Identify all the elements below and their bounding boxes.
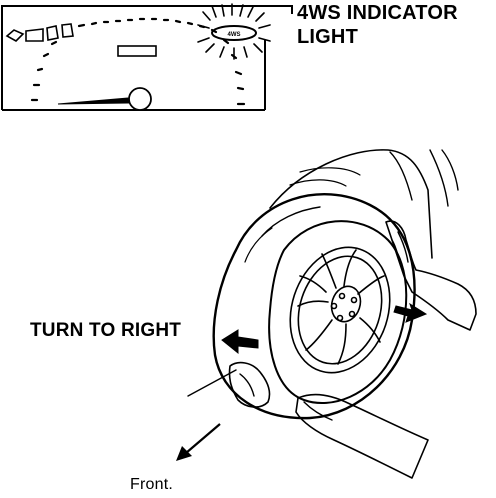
instrument-cluster <box>1 5 293 111</box>
gauge-hub <box>128 87 152 111</box>
warning-lamps <box>5 23 74 42</box>
right-arrow-icon <box>393 302 428 323</box>
odometer-window <box>117 45 157 57</box>
lamp-rays <box>197 3 271 60</box>
down-left-arrow-icon <box>176 423 221 461</box>
turn-label: TURN TO RIGHT <box>30 320 182 341</box>
forearm-bottom <box>295 393 429 479</box>
indicator-label-line1: 4WS INDICATOR <box>297 2 458 24</box>
gauge-needle <box>57 97 131 105</box>
wheel-rim <box>289 246 391 374</box>
indicator-label-line2: LIGHT <box>297 26 358 48</box>
glowing-lamp-icon: 4WS <box>197 3 271 60</box>
indicator-lamp-text: 4WS <box>227 32 240 38</box>
fender-line <box>269 149 433 259</box>
hand-bottom <box>228 361 271 408</box>
leader-line <box>187 369 237 397</box>
hand-top <box>385 220 477 331</box>
tire <box>212 193 416 420</box>
left-arrow-icon <box>221 329 259 355</box>
wheel-assembly <box>187 149 477 479</box>
front-label: Front. <box>130 476 173 493</box>
cluster-outline <box>1 5 293 110</box>
